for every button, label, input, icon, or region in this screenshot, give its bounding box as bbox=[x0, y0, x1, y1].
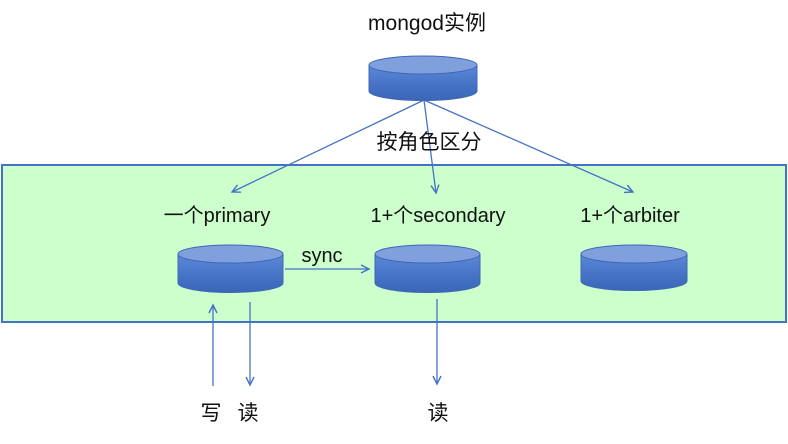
sync-label: sync bbox=[301, 245, 343, 267]
diagram-title: mongod实例 bbox=[368, 12, 486, 35]
branch-label: 按角色区分 bbox=[376, 131, 482, 154]
arbiter-role-label: 1+个arbiter bbox=[580, 205, 680, 227]
secondary-role-label: 1+个secondary bbox=[370, 205, 506, 227]
primary-cylinder bbox=[177, 244, 284, 293]
primary-role-label: 一个primary bbox=[163, 205, 271, 227]
read-label-secondary: 读 bbox=[427, 402, 449, 425]
write-label: 写 bbox=[200, 402, 222, 425]
secondary-cylinder bbox=[374, 244, 481, 293]
mongod-cylinder bbox=[368, 55, 478, 101]
arbiter-cylinder bbox=[580, 244, 688, 291]
read-label-primary: 读 bbox=[237, 402, 259, 425]
